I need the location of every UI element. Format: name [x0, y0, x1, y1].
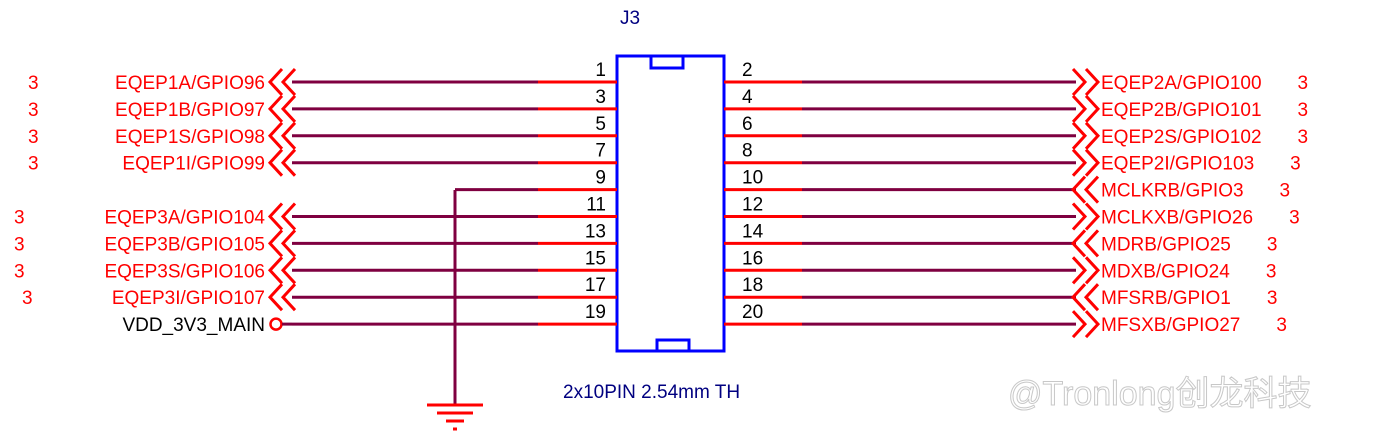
port-symbol-icon — [1070, 229, 1100, 258]
sheet-reference: 3 — [1266, 261, 1277, 282]
sheet-reference: 3 — [1267, 234, 1278, 255]
footprint-label: 2x10PIN 2.54mm TH — [563, 382, 740, 403]
port-symbol-icon — [1071, 310, 1101, 339]
net-label: MFSRB/GPIO1 — [1101, 288, 1231, 309]
sheet-reference: 3 — [1298, 73, 1309, 94]
sheet-reference: 3 — [14, 261, 25, 282]
sheet-reference: 3 — [1267, 288, 1278, 309]
net-label: MDXB/GPIO24 — [1101, 261, 1230, 282]
pin-number: 15 — [585, 248, 606, 269]
net-label: VDD_3V3_MAIN — [122, 315, 265, 336]
sheet-reference: 3 — [28, 127, 39, 148]
connector-body — [615, 54, 726, 353]
pin-number: 20 — [742, 302, 763, 323]
sheet-reference: 3 — [28, 154, 39, 175]
connector-key-top — [649, 54, 685, 70]
port-symbol-icon — [267, 229, 297, 258]
pin-number: 2 — [742, 60, 753, 81]
net-label: EQEP2I/GPIO103 — [1101, 154, 1254, 175]
pin-number: 13 — [585, 221, 606, 242]
port-symbol-icon — [1070, 283, 1100, 312]
net-label: MFSXB/GPIO27 — [1101, 315, 1240, 336]
net-label: MCLKRB/GPIO3 — [1101, 181, 1244, 202]
net-label: EQEP3I/GPIO107 — [112, 288, 265, 309]
port-symbol-icon — [267, 256, 297, 285]
net-label: EQEP2A/GPIO100 — [1101, 73, 1262, 94]
designator-label: J3 — [620, 8, 640, 29]
sheet-reference: 3 — [1290, 154, 1301, 175]
port-symbol-icon — [267, 202, 297, 231]
sheet-reference: 3 — [22, 288, 33, 309]
pin-number: 17 — [585, 275, 606, 296]
port-symbol-icon — [267, 67, 297, 97]
port-symbol-icon — [1071, 94, 1101, 123]
net-label: EQEP1B/GPIO97 — [115, 100, 265, 121]
net-label: EQEP3A/GPIO104 — [104, 208, 265, 229]
power-port-icon — [269, 317, 283, 331]
pin-number: 19 — [585, 302, 606, 323]
pin-number: 11 — [586, 195, 606, 216]
port-symbol-icon — [1071, 67, 1101, 97]
port-symbol-icon — [267, 94, 297, 123]
pin-number: 14 — [742, 221, 764, 242]
sheet-reference: 3 — [14, 234, 25, 255]
port-symbol-icon — [1071, 121, 1101, 150]
sheet-reference: 3 — [28, 73, 39, 94]
port-symbol-icon — [267, 148, 297, 177]
port-symbol-icon — [267, 283, 297, 312]
pin-number: 10 — [742, 168, 763, 189]
net-label: EQEP2S/GPIO102 — [1101, 127, 1262, 148]
sheet-reference: 3 — [1298, 127, 1309, 148]
sheet-reference: 3 — [1289, 208, 1300, 229]
pin-number: 9 — [595, 168, 606, 189]
sheet-reference: 3 — [14, 208, 25, 229]
net-label: MCLKXB/GPIO26 — [1101, 208, 1253, 229]
pin-number: 1 — [595, 60, 606, 81]
pin-number: 16 — [742, 248, 763, 269]
net-label: EQEP3B/GPIO105 — [104, 234, 265, 255]
pin-number: 8 — [742, 141, 753, 162]
port-symbol-icon — [1071, 148, 1101, 177]
connector-key-bottom — [655, 338, 691, 353]
net-label: MDRB/GPIO25 — [1101, 234, 1231, 255]
pin-number: 6 — [742, 114, 753, 135]
net-label: EQEP2B/GPIO101 — [1101, 100, 1262, 121]
port-symbol-icon — [1070, 175, 1100, 204]
pin-number: 3 — [595, 87, 606, 108]
pin-number: 12 — [742, 195, 763, 216]
net-label: EQEP1A/GPIO96 — [115, 73, 265, 94]
ground-symbol — [427, 190, 483, 431]
sheet-reference: 3 — [1298, 100, 1309, 121]
pin-number: 7 — [595, 141, 606, 162]
watermark: @Tronlong创龙科技 — [1008, 375, 1311, 413]
net-label: EQEP3S/GPIO106 — [104, 261, 265, 282]
pin-number: 4 — [742, 87, 753, 108]
pin-number: 5 — [595, 114, 606, 135]
sheet-reference: 3 — [1280, 181, 1291, 202]
net-label: EQEP1S/GPIO98 — [115, 127, 265, 148]
port-symbol-icon — [267, 121, 297, 150]
sheet-reference: 3 — [28, 100, 39, 121]
sheet-reference: 3 — [1276, 315, 1287, 336]
port-symbol-icon — [1071, 256, 1101, 285]
net-label: EQEP1I/GPIO99 — [122, 154, 265, 175]
pin-number: 18 — [742, 275, 763, 296]
port-symbol-icon — [1071, 202, 1101, 231]
